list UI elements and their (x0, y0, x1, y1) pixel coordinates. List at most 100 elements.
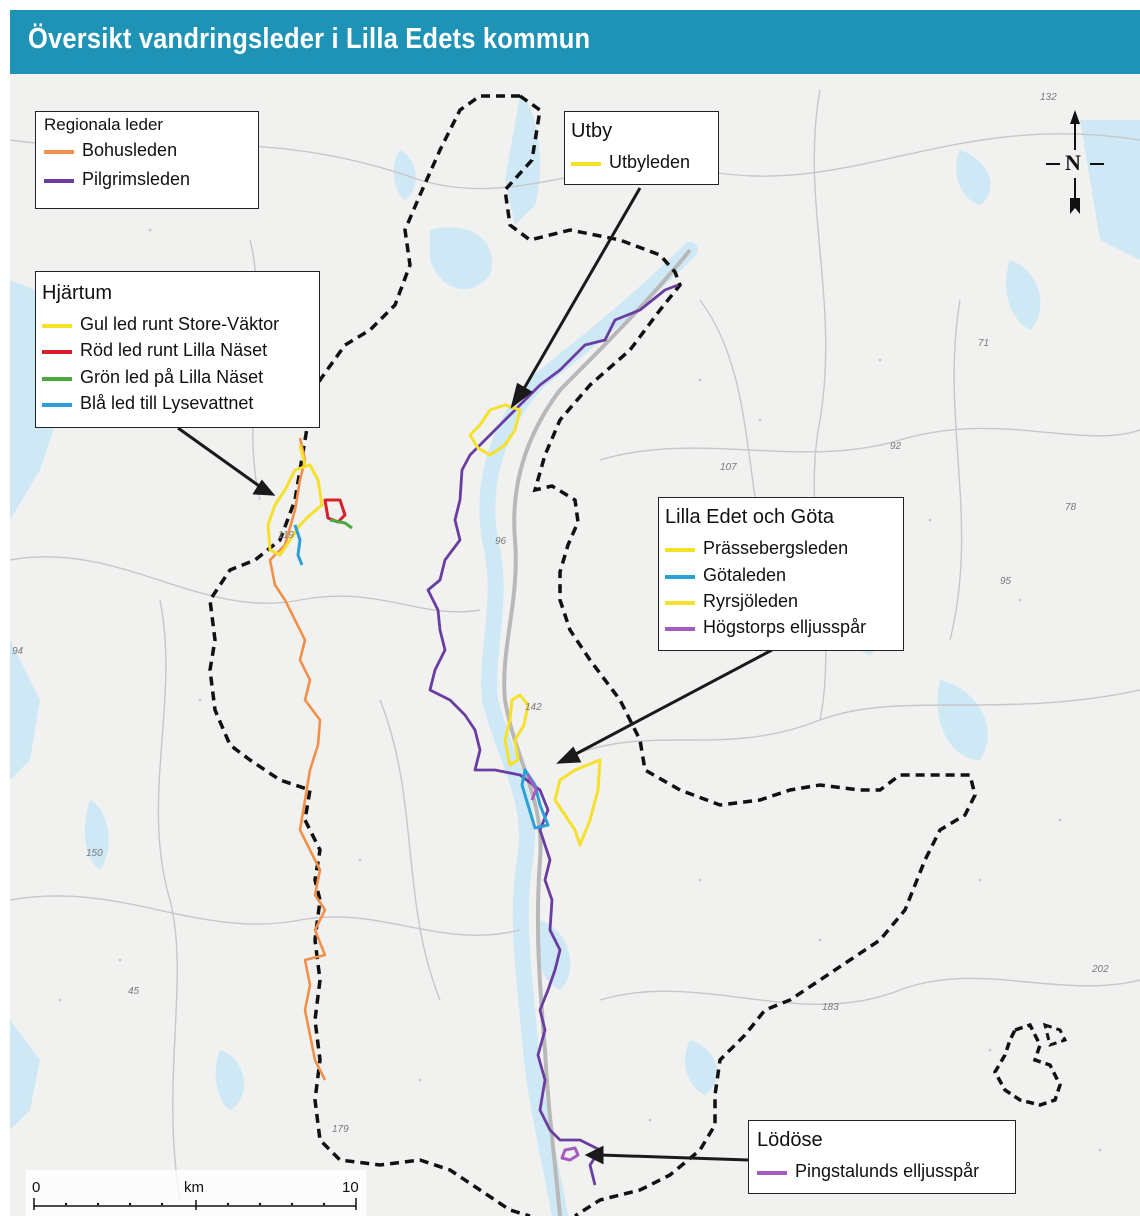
map-label: 92 (890, 441, 902, 452)
legend-label: Götaleden (703, 565, 787, 585)
legend-label: Prässebergsleden (703, 538, 849, 558)
legend-label: Utbyleden (609, 152, 691, 172)
legend-swatch (42, 324, 72, 328)
trail-ryrsjoleden (553, 758, 602, 847)
scale-unit: km (184, 1179, 204, 1196)
legend-swatch (665, 601, 695, 605)
map-label: 94 (12, 646, 24, 657)
legend-regionala: Regionala leder Bohusleden Pilgrimsleden (35, 111, 259, 209)
road (949, 299, 963, 641)
municipality-enclave (992, 1022, 1062, 1107)
trail-gul-led (298, 444, 307, 466)
municipality-boundary (503, 94, 977, 1216)
lake (956, 150, 991, 205)
map-label: 107 (720, 462, 737, 473)
arrow-head (510, 382, 533, 409)
lake (937, 680, 988, 760)
map-label: 150 (86, 848, 103, 859)
road (157, 599, 181, 1201)
lake (505, 95, 540, 225)
map-label: 96 (495, 536, 507, 547)
legend-label: Röd led runt Lilla Näset (80, 340, 268, 360)
map-canvas (10, 74, 1140, 1216)
legend-label: Ryrsjöleden (703, 591, 799, 611)
legend-label: Pingstalunds elljusspår (795, 1161, 980, 1181)
title-bar: Översikt vandringsleder i Lilla Edets ko… (10, 10, 1140, 74)
scale-end: 10 (342, 1179, 359, 1196)
map-label: 202 (1092, 964, 1109, 975)
legend-label: Högstorps elljusspår (703, 617, 867, 637)
legend-title: Regionala leder (44, 115, 164, 134)
leader-arrows (177, 187, 773, 1165)
trail-bohusleden (268, 437, 327, 1081)
trail-pilgrimsleden (426, 283, 679, 1186)
trail-gron-led (329, 518, 353, 530)
legend-title: Lilla Edet och Göta (665, 506, 834, 528)
lake (84, 800, 109, 870)
land-background (10, 74, 1140, 1216)
legend-swatch (44, 150, 74, 154)
legend-swatch (757, 1171, 787, 1175)
map-label: 45 (128, 986, 140, 997)
map-label: 142 (525, 702, 542, 713)
lake (536, 920, 571, 990)
trail-pingstalund (560, 1146, 580, 1162)
arrow-head (584, 1145, 604, 1165)
arrow-lodose (599, 1153, 749, 1162)
lake (10, 640, 40, 780)
road (599, 977, 1140, 1005)
arrow-head (556, 746, 582, 764)
legend-swatch (42, 403, 72, 407)
legend-swatch (42, 350, 72, 354)
lake (10, 1020, 40, 1130)
legend-title: Lödöse (757, 1129, 823, 1151)
legend-swatch (665, 627, 695, 631)
lake (215, 1050, 244, 1110)
lake (685, 1040, 717, 1095)
legend-hjartum: Hjärtum Gul led runt Store-Väktor Röd le… (35, 271, 320, 428)
lake (1006, 260, 1041, 330)
map-area: 132 119 71 92 107 96 78 95 94 142 150 45… (10, 74, 1140, 1216)
trail-gul-led (266, 463, 324, 557)
trail-utbyleden (468, 403, 522, 457)
north-label: N (1065, 150, 1081, 175)
arrow-head (252, 479, 276, 496)
highway (502, 248, 692, 1216)
map-label: 119 (278, 530, 294, 541)
road-network (10, 89, 1140, 1201)
map-title: Översikt vandringsleder i Lilla Edets ko… (28, 23, 591, 55)
arrow-utby (520, 187, 642, 393)
legend-lodose: Lödöse Pingstalunds elljusspår (748, 1120, 1016, 1194)
arrow-hjartum (177, 426, 263, 490)
scale-start: 0 (32, 1179, 41, 1196)
map-label: 71 (978, 338, 990, 349)
lake (1080, 120, 1140, 260)
map-label: 132 (1040, 92, 1057, 103)
legend-label: Gul led runt Store-Väktor (80, 314, 280, 334)
north-arrow-icon (1046, 110, 1104, 214)
legend-lillaedet: Lilla Edet och Göta Prässebergsleden Göt… (658, 497, 904, 651)
map-label: 183 (822, 1002, 839, 1013)
municipality-boundary (208, 94, 531, 1216)
legend-label: Blå led till Lysevattnet (80, 393, 254, 413)
road (599, 427, 1140, 461)
trail-prassebergsleden (503, 693, 530, 767)
trail-hogstorp (526, 774, 538, 801)
legend-swatch (571, 162, 601, 166)
legend-title: Hjärtum (42, 282, 113, 304)
map-label: 78 (1065, 502, 1077, 513)
legend-swatch (665, 548, 695, 552)
river-gota-alv (479, 242, 698, 1216)
legend-utby: Utby Utbyleden (564, 111, 719, 185)
lake (430, 227, 492, 290)
map-label: 95 (1000, 576, 1012, 587)
road (10, 556, 481, 613)
scale-bar: 0 km 10 (26, 1170, 366, 1216)
map-label: 179 (332, 1124, 349, 1135)
arrow-lillaedet (571, 648, 773, 758)
municipality-enclave (1042, 1022, 1068, 1047)
legend-swatch (42, 377, 72, 381)
trail-bla-led (293, 524, 304, 566)
legend-label: Pilgrimsleden (82, 169, 191, 189)
